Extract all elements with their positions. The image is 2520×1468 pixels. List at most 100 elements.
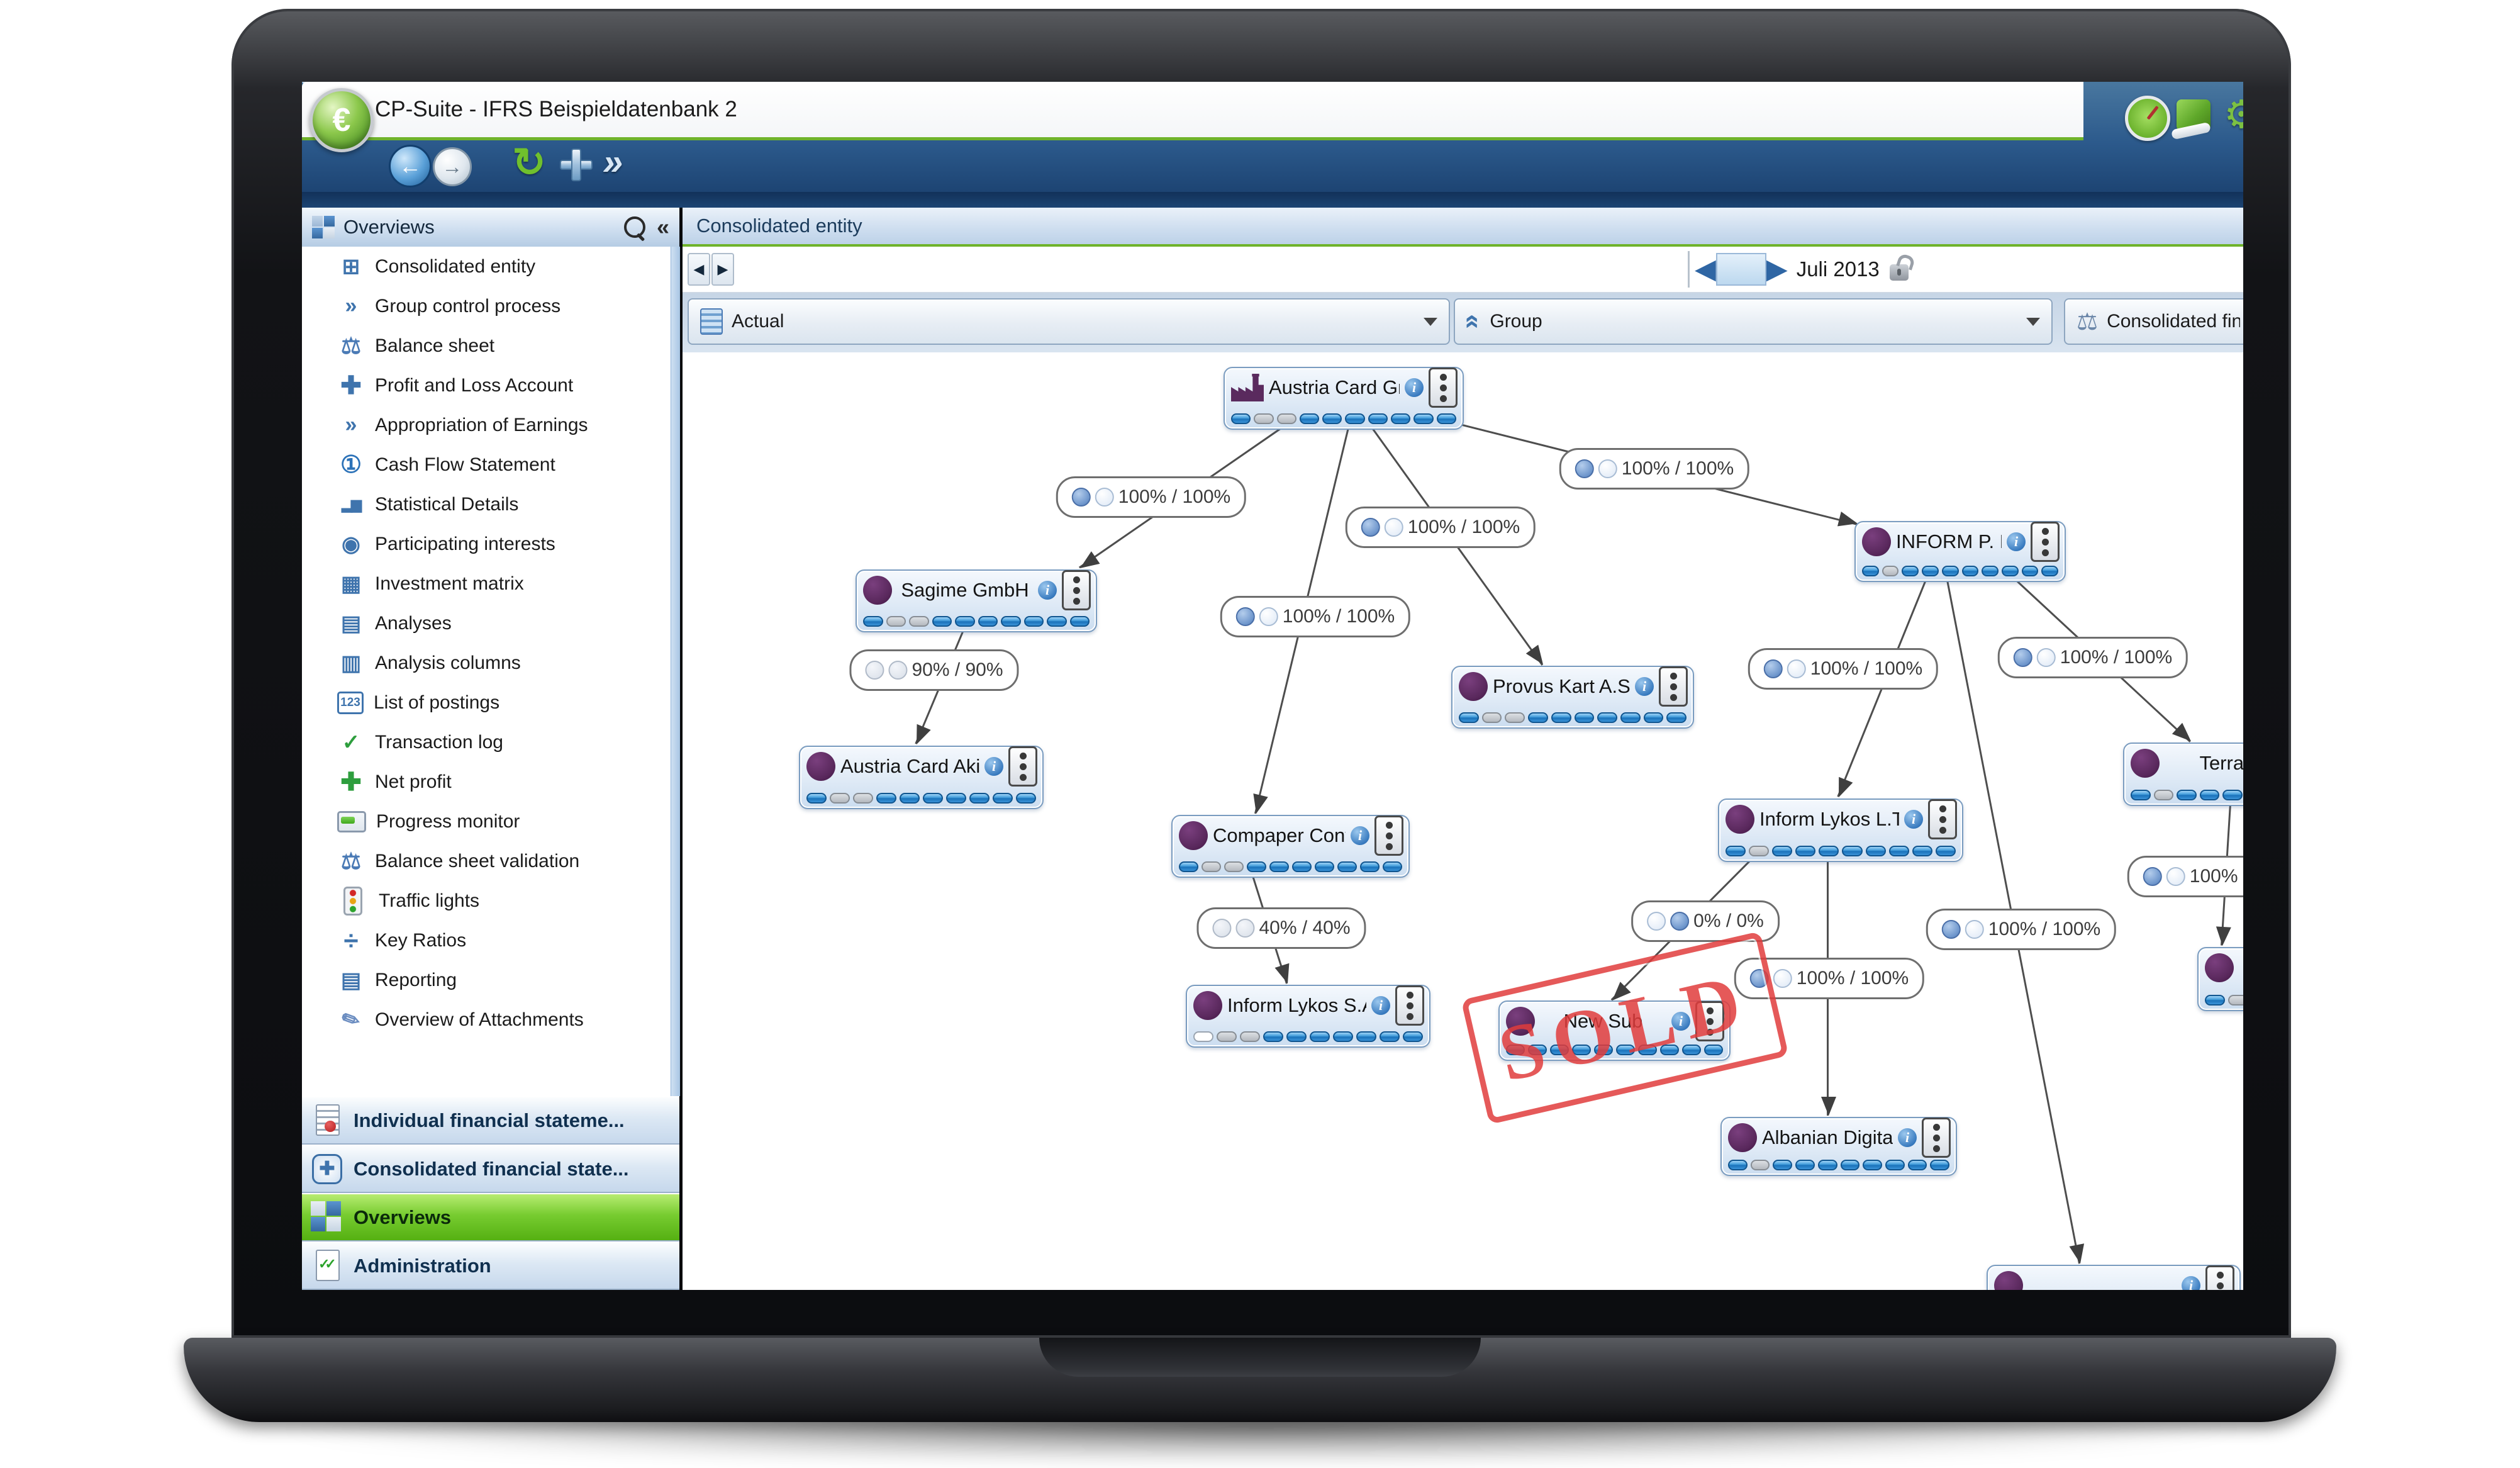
sidebar-item-profit-and-loss-account[interactable]: ✚Profit and Loss Account bbox=[302, 366, 671, 405]
unlock-icon[interactable] bbox=[1889, 264, 1909, 281]
entity-dot-icon bbox=[1994, 1271, 2023, 1290]
sidebar-item-balance-sheet-validation[interactable]: ⚖Balance sheet validation bbox=[302, 841, 671, 881]
slider-handle[interactable] bbox=[1715, 253, 1766, 286]
info-icon[interactable]: i bbox=[1904, 810, 1923, 829]
status-pill bbox=[1413, 413, 1434, 424]
group-dropdown[interactable]: « Group bbox=[1454, 298, 2053, 345]
status-dots-icon[interactable] bbox=[1062, 570, 1091, 610]
status-dots-icon[interactable] bbox=[1922, 1118, 1951, 1158]
entity-dot-icon bbox=[1459, 672, 1488, 701]
info-icon[interactable]: i bbox=[1038, 581, 1057, 600]
slider-right-arrow-icon[interactable]: ▶ bbox=[1766, 254, 1788, 284]
sidebar-item-balance-sheet[interactable]: ⚖Balance sheet bbox=[302, 326, 671, 366]
skip-button[interactable]: » bbox=[603, 142, 623, 182]
sidebar-item-investment-matrix[interactable]: ▦Investment matrix bbox=[302, 564, 671, 603]
entity-node-compaper[interactable]: Compaper Conv...i bbox=[1171, 815, 1410, 878]
sidebar-section-administration[interactable]: Administration bbox=[302, 1241, 679, 1290]
sidebar-section-individual-financial-stateme[interactable]: Individual financial stateme... bbox=[302, 1096, 679, 1145]
sidebar-item-net-profit[interactable]: ✚Net profit bbox=[302, 762, 671, 802]
info-icon[interactable]: i bbox=[1351, 826, 1369, 845]
gauge-icon[interactable] bbox=[2125, 96, 2170, 141]
search-icon[interactable] bbox=[623, 216, 645, 238]
page-next-button[interactable]: ▶ bbox=[711, 253, 734, 286]
refresh-button[interactable]: ↻ bbox=[512, 139, 546, 185]
sidebar-item-consolidated-entity[interactable]: ⊞Consolidated entity bbox=[302, 247, 671, 286]
entity-node-right-partial[interactable]: i bbox=[2197, 947, 2243, 1011]
entity-node-inform-p-lyk[interactable]: INFORM P. LYK...i bbox=[1854, 521, 2066, 582]
status-pill bbox=[1023, 616, 1044, 627]
statement-dropdown[interactable]: ⚖ Consolidated fina bbox=[2064, 298, 2243, 345]
status-pill bbox=[2131, 790, 2151, 800]
sidebar-item-participating-interests[interactable]: ◉Participating interests bbox=[302, 524, 671, 564]
sidebar-item-reporting[interactable]: ▤Reporting bbox=[302, 960, 671, 1000]
info-icon[interactable]: i bbox=[1635, 677, 1654, 696]
page-prev-button[interactable]: ◀ bbox=[688, 253, 710, 286]
status-pill bbox=[1795, 1160, 1815, 1170]
data-type-dropdown[interactable]: Actual bbox=[688, 298, 1450, 345]
status-dots-icon[interactable] bbox=[2031, 522, 2060, 562]
sidebar-section-overviews[interactable]: Overviews bbox=[302, 1193, 679, 1241]
info-icon[interactable]: i bbox=[2182, 1276, 2200, 1290]
status-dots-icon[interactable] bbox=[1659, 666, 1688, 707]
sidebar-item-progress-monitor[interactable]: Progress monitor bbox=[302, 802, 671, 841]
org-canvas[interactable]: 100% / 100%100% / 100%100% / 100%100% / … bbox=[683, 352, 2243, 1290]
info-icon[interactable]: i bbox=[984, 757, 1003, 776]
sidebar-item-group-control-process[interactable]: »Group control process bbox=[302, 286, 671, 326]
status-pill bbox=[1961, 566, 1979, 576]
status-dots-icon[interactable] bbox=[1429, 367, 1458, 408]
sidebar-item-traffic-lights[interactable]: Traffic lights bbox=[302, 881, 671, 921]
entity-node-austria-card[interactable]: Austria Card Gm...i bbox=[1224, 367, 1464, 430]
sidebar-item-statistical-details[interactable]: ▂▆Statistical Details bbox=[302, 485, 671, 524]
entity-node-terrane[interactable]: Terranei bbox=[2123, 742, 2243, 806]
info-icon[interactable]: i bbox=[1898, 1128, 1917, 1147]
package-hand-icon[interactable] bbox=[2177, 99, 2211, 131]
sidebar-scrollbar[interactable] bbox=[671, 247, 680, 1096]
sidebar-item-analysis-columns[interactable]: ▥Analysis columns bbox=[302, 643, 671, 683]
back-button[interactable]: ← bbox=[389, 145, 432, 188]
status-pill bbox=[1315, 861, 1334, 872]
status-pills bbox=[1862, 566, 2059, 576]
sidebar-item-appropriation-of-earnings[interactable]: »Appropriation of Earnings bbox=[302, 405, 671, 445]
status-dots-icon[interactable] bbox=[1695, 1001, 1724, 1041]
info-icon[interactable]: i bbox=[1671, 1012, 1690, 1031]
period-slider[interactable]: ◀ ▶ Juli 2013 bbox=[1688, 250, 1909, 288]
sidebar-item-transaction-log[interactable]: ✓Transaction log bbox=[302, 722, 671, 762]
ownership-circle-icon bbox=[1212, 919, 1232, 938]
entity-node-inform-lykos-sa[interactable]: Inform Lykos S.A.i bbox=[1186, 985, 1430, 1048]
period-label: Juli 2013 bbox=[1796, 257, 1880, 281]
status-dots-icon[interactable] bbox=[1395, 985, 1424, 1026]
entity-node-albanian-digital[interactable]: Albanian Digital...i bbox=[1720, 1117, 1957, 1176]
ownership-percentages: 0% / 0% bbox=[1693, 910, 1764, 931]
sidebar-section-consolidated-financial-state[interactable]: Consolidated financial state... bbox=[302, 1145, 679, 1193]
slider-left-arrow-icon[interactable]: ◀ bbox=[1695, 254, 1716, 284]
status-dots-icon[interactable] bbox=[2205, 1265, 2234, 1290]
sidebar-item-analyses[interactable]: ▤Analyses bbox=[302, 603, 671, 643]
status-dots-icon[interactable] bbox=[1928, 799, 1957, 839]
entity-node-inform-lykos-lt[interactable]: Inform Lykos L.T... i bbox=[1718, 798, 1963, 862]
info-icon[interactable]: i bbox=[2007, 532, 2026, 551]
entity-node-bottom-partial[interactable]: i bbox=[1987, 1265, 2241, 1290]
status-pill bbox=[1459, 712, 1479, 723]
doc-seal-icon bbox=[311, 1104, 343, 1137]
info-icon[interactable]: i bbox=[1371, 996, 1390, 1015]
collapse-icon[interactable]: « bbox=[656, 214, 669, 240]
gear-icon[interactable]: ⚙ bbox=[2224, 92, 2243, 137]
status-dots-icon[interactable] bbox=[1374, 815, 1403, 856]
info-icon[interactable]: i bbox=[1405, 378, 1424, 397]
forward-button[interactable]: → bbox=[433, 147, 472, 186]
status-dots-icon[interactable] bbox=[1008, 746, 1037, 787]
entity-node-provus[interactable]: Provus Kart A.S.i bbox=[1451, 666, 1694, 729]
scales-icon: ⚖ bbox=[2077, 308, 2099, 335]
status-pill bbox=[1528, 712, 1548, 723]
sidebar-item-overview-of-attachments[interactable]: ✎Overview of Attachments bbox=[302, 1000, 671, 1039]
pan-button[interactable] bbox=[560, 148, 593, 181]
sidebar-item-key-ratios[interactable]: ÷Key Ratios bbox=[302, 921, 671, 960]
entity-name: Inform Lykos L.T... bbox=[1759, 808, 1899, 830]
ownership-circle-icon bbox=[1361, 518, 1380, 537]
